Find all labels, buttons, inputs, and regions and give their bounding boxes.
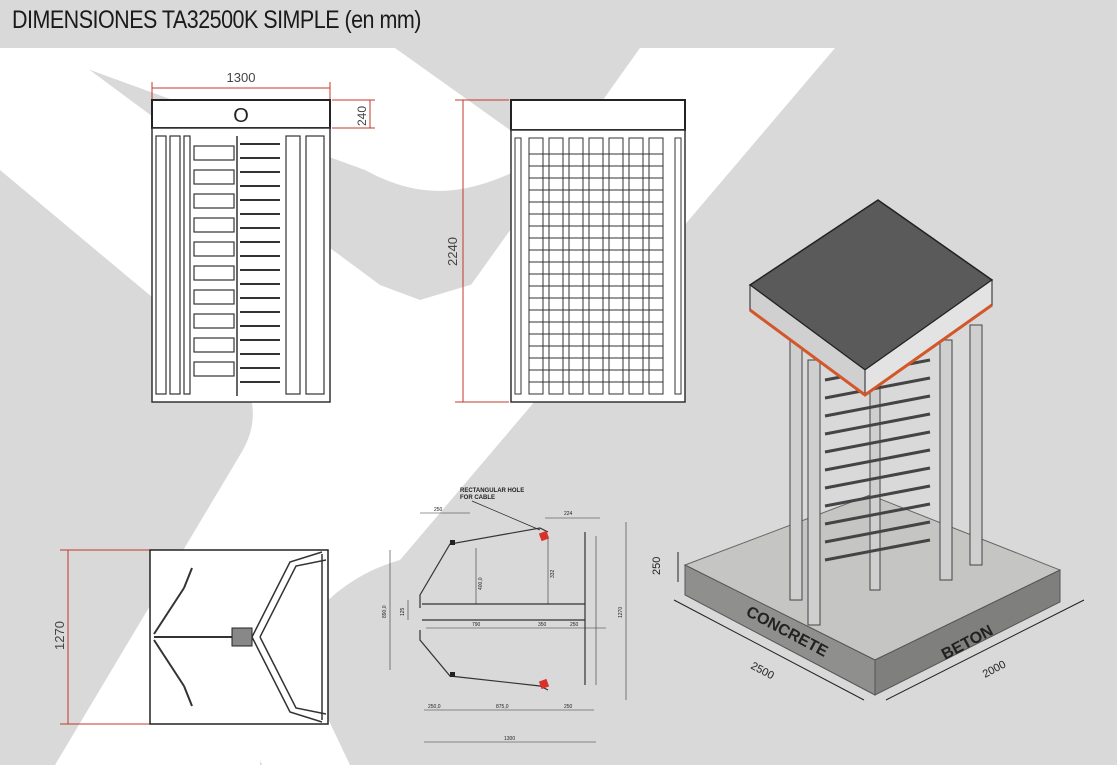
side-header-box — [510, 99, 686, 131]
plan-dim-12: 250 — [564, 704, 573, 710]
side-height-dimension — [455, 99, 509, 403]
plan-dim-7: 790 — [472, 622, 481, 628]
front-header-dimension — [332, 99, 375, 129]
plan-dim-8: 350 — [538, 622, 547, 628]
front-header-box — [151, 99, 331, 129]
top-rotor-hub — [231, 627, 253, 647]
plan-note-leader — [471, 500, 541, 531]
front-logo-mark: O — [233, 105, 249, 127]
front-width-dimension — [151, 82, 331, 100]
plan-outline — [419, 527, 586, 691]
cable-hole-top — [538, 530, 550, 542]
front-arms — [193, 145, 235, 377]
plan-dim-0: 250 — [434, 507, 443, 513]
side-view-drawing: 2240 — [445, 99, 686, 403]
base-length-label: 2500 — [749, 660, 776, 682]
side-height-label: 2240 — [445, 237, 460, 266]
plan-dimension-labels: 250 224 400,0 332 890,0 1270 125 790 350… — [382, 507, 624, 742]
plan-dim-10: 250,0 — [428, 704, 441, 710]
foundation-plan-drawing: RECTANGULAR HOLE FOR CABLE 250 224 400,0… — [382, 488, 627, 743]
base-height-label: 250 — [651, 557, 663, 575]
top-right-fence — [251, 551, 327, 723]
plan-dim-13: 1300 — [504, 736, 515, 742]
plan-dim-1: 224 — [564, 511, 573, 517]
plan-note-line2: FOR CABLE — [460, 495, 495, 501]
anchor-left-top — [450, 540, 455, 545]
base-dimension-lines — [673, 552, 1085, 701]
side-frame — [510, 129, 686, 403]
side-grid-columns — [514, 137, 682, 395]
concrete-base-right-face — [874, 569, 1061, 696]
plan-note-line1: RECTANGULAR HOLE — [460, 488, 524, 494]
front-width-label: 1300 — [227, 70, 256, 85]
base-width-label: 2000 — [981, 659, 1008, 681]
front-left-posts — [155, 135, 191, 395]
top-rotor-arms — [153, 567, 240, 707]
plan-dim-2: 400,0 — [478, 577, 484, 590]
plan-dim-3: 332 — [550, 569, 556, 578]
front-header-label: 240 — [355, 106, 369, 126]
side-grid-rungs — [529, 153, 663, 383]
front-frame — [151, 127, 331, 403]
cable-hole-bottom — [538, 678, 550, 690]
top-view-drawing: 1270 — [52, 549, 329, 725]
plan-dimension-lines — [389, 512, 627, 743]
turnstile-cap-orange-trim — [749, 303, 993, 397]
front-right-posts — [285, 135, 325, 395]
plan-dim-5: 1270 — [618, 607, 624, 618]
page-title: DIMENSIONES TA32500K SIMPLE (en mm) — [12, 6, 421, 34]
front-view-drawing: 1300 240 O — [151, 70, 375, 403]
turnstile-frame-posts — [789, 324, 983, 626]
plan-dim-11: 875,0 — [496, 704, 509, 710]
plan-dim-9: 250 — [570, 622, 579, 628]
top-depth-dimension — [60, 549, 150, 725]
plan-dim-4: 890,0 — [382, 605, 388, 618]
top-depth-label: 1270 — [52, 621, 67, 650]
front-rotor-bars — [240, 143, 280, 383]
white-diagonal-band — [0, 48, 520, 765]
anchor-left-bottom — [450, 672, 455, 677]
plan-dim-6: 125 — [400, 607, 406, 616]
turnstile-top-cap — [748, 199, 994, 371]
isometric-view-drawing: CONCRETE BETON 250 2500 2000 — [651, 199, 1085, 701]
